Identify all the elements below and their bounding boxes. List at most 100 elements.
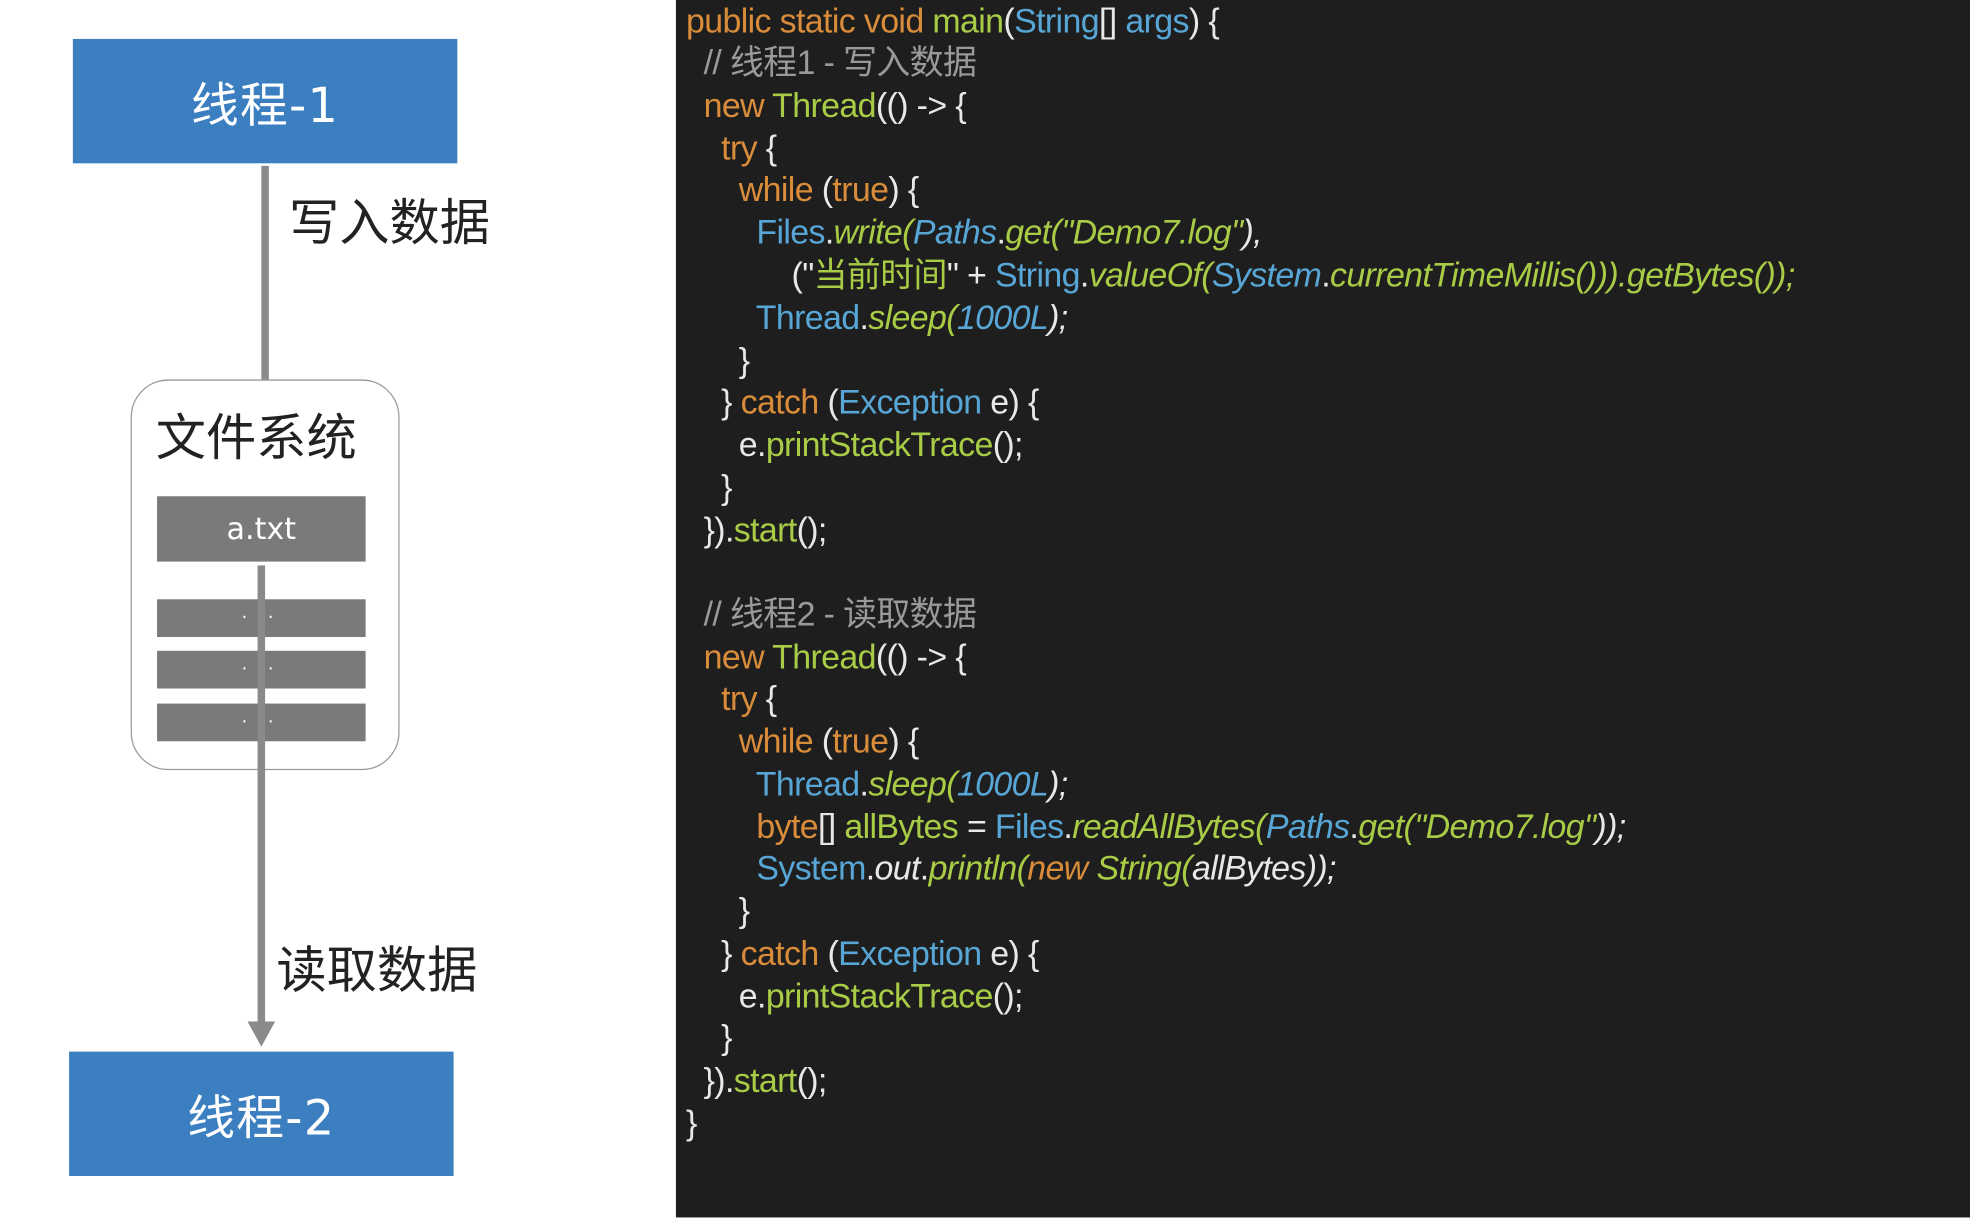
code-token: . xyxy=(1321,256,1331,294)
code-token: allBytes xyxy=(844,807,959,846)
code-token: ); xyxy=(1048,299,1068,337)
code-token: ( xyxy=(827,934,839,973)
code-token: start xyxy=(733,511,797,550)
code-token: . xyxy=(919,849,929,888)
code-token: while xyxy=(685,170,822,209)
code-line: } xyxy=(686,466,732,509)
code-token: readAllBytes( xyxy=(1072,807,1266,846)
code-line: System.out.println(new String(allBytes))… xyxy=(686,847,1336,890)
code-line: } xyxy=(685,339,750,382)
code-token: sleep( xyxy=(868,765,957,803)
code-token: ( xyxy=(827,383,839,421)
code-token: }). xyxy=(685,1061,735,1100)
code-token: new xyxy=(685,638,773,676)
code-token: . xyxy=(865,849,875,888)
read-arrow-head xyxy=(247,1021,276,1047)
code-token: (" xyxy=(685,256,815,294)
code-token: catch xyxy=(740,383,828,421)
code-token: ) { xyxy=(888,170,919,209)
code-token: Exception xyxy=(838,383,991,421)
code-token: // 线程2 - 读取数据 xyxy=(685,595,977,634)
code-token: String( xyxy=(1096,849,1192,888)
code-line: e.printStackTrace(); xyxy=(686,975,1024,1018)
code-token: } xyxy=(685,1104,697,1143)
code-token: }). xyxy=(685,511,735,550)
code-token: true xyxy=(832,170,889,209)
code-token: (); xyxy=(796,511,828,550)
code-token: 当前时间 xyxy=(813,256,948,294)
thread-file-diagram: 线程-1 写入数据 a.txt · · · · · · 文件系统 读取数据 线程… xyxy=(0,0,676,1218)
code-line: byte[] allBytes = Files.readAllBytes(Pat… xyxy=(686,805,1626,848)
code-token: . xyxy=(996,213,1006,252)
code-panel: public static void main(String[] args) {… xyxy=(675,0,1970,1218)
code-token: Paths xyxy=(1265,807,1350,846)
code-token: sleep( xyxy=(868,299,957,337)
code-token: . xyxy=(859,299,869,337)
code-token: Thread xyxy=(772,638,876,676)
code-token: args xyxy=(1125,2,1189,41)
code-line: ("当前时间" + String.valueOf(System.currentT… xyxy=(685,254,1796,297)
code-token: write( xyxy=(833,213,914,252)
code-token: = xyxy=(958,807,995,846)
code-line: // 线程2 - 读取数据 xyxy=(685,593,977,636)
code-token: Files xyxy=(685,213,825,252)
code-token: . xyxy=(1349,807,1359,846)
code-token: (() -> { xyxy=(875,86,967,125)
code-token: (); xyxy=(796,1061,828,1100)
code-token: "Demo7.log" xyxy=(1414,807,1596,846)
code-token: System xyxy=(685,849,866,888)
code-token: println( xyxy=(928,849,1028,888)
code-token: (() -> { xyxy=(875,638,967,676)
code-token: Thread xyxy=(772,86,876,125)
code-token: valueOf( xyxy=(1088,256,1213,294)
code-line: new Thread(() -> { xyxy=(685,636,967,679)
thread-2-box: 线程-2 xyxy=(69,1051,454,1176)
code-token: printStackTrace xyxy=(765,977,994,1016)
code-token: )); xyxy=(1595,807,1626,846)
code-line: } catch (Exception e) { xyxy=(686,932,1039,975)
code-token: try xyxy=(685,679,757,718)
code-token: ( xyxy=(1003,2,1015,41)
code-token: e) { xyxy=(990,934,1039,973)
code-token: } xyxy=(685,892,750,930)
code-token: (); xyxy=(992,425,1024,464)
code-token: ( xyxy=(821,170,833,209)
code-token: new xyxy=(1027,849,1097,888)
code-line: public static void main(String[] args) { xyxy=(686,0,1220,43)
code-token: e) { xyxy=(990,383,1039,421)
code-token: 1000L xyxy=(956,299,1049,337)
code-line: } catch (Exception e) { xyxy=(686,381,1039,424)
code-line: } xyxy=(686,1016,732,1059)
code-token: currentTimeMillis())). xyxy=(1330,256,1627,294)
code-token: get( xyxy=(1358,807,1415,846)
code-line: } xyxy=(686,1102,697,1145)
code-token: . xyxy=(824,213,834,252)
filesystem-label: 文件系统 xyxy=(155,409,357,468)
code-token: . xyxy=(859,765,869,803)
code-line: new Thread(() -> { xyxy=(686,84,967,127)
code-token: Thread xyxy=(685,765,860,803)
code-token: "Demo7.log" xyxy=(1061,213,1243,252)
code-token: { xyxy=(756,679,777,718)
code-token: byte xyxy=(685,807,818,846)
code-token: } xyxy=(685,341,750,380)
code-token: ); xyxy=(1048,765,1068,803)
code-token: Exception xyxy=(838,934,991,973)
code-token: } xyxy=(685,1018,732,1057)
file-a-txt: a.txt xyxy=(157,496,366,562)
code-token: ( xyxy=(821,722,833,761)
code-token: [] xyxy=(817,807,845,846)
code-token: [] xyxy=(1098,2,1126,41)
code-token: // 线程1 - 写入数据 xyxy=(685,43,977,82)
read-data-label: 读取数据 xyxy=(276,942,478,1001)
code-token: getBytes()); xyxy=(1626,256,1795,294)
code-token: } xyxy=(685,934,741,973)
code-token: } xyxy=(685,383,741,421)
code-token: start xyxy=(733,1061,797,1100)
code-token: get( xyxy=(1005,213,1062,252)
code-token: { xyxy=(756,129,777,168)
code-token: try xyxy=(685,129,757,168)
read-arrow-line xyxy=(257,565,266,1024)
code-line: try { xyxy=(686,127,777,170)
code-line: }).start(); xyxy=(685,509,828,552)
